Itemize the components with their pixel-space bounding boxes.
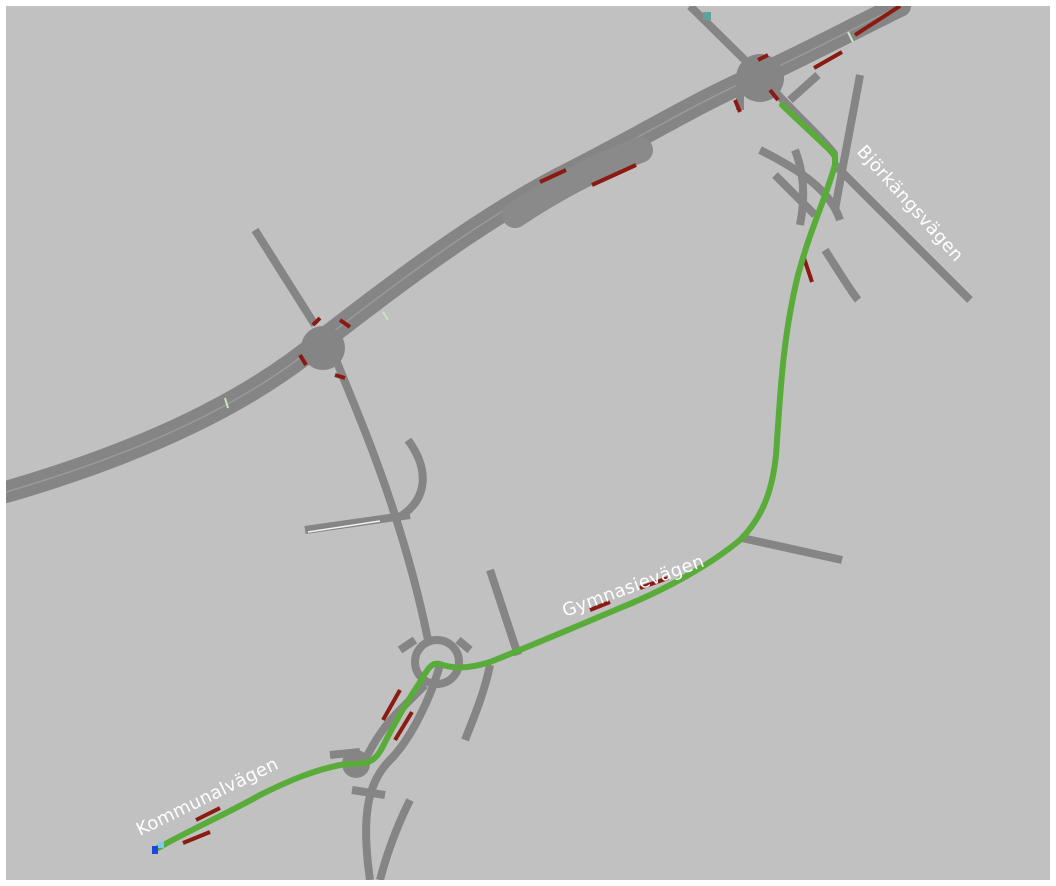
intersections: [301, 54, 784, 778]
lane-marks: [224, 31, 854, 409]
stub-highlight: [307, 520, 381, 533]
signal-marks: [182, 6, 902, 845]
route-start-marker[interactable]: [152, 842, 164, 854]
roundabout: [361, 636, 473, 762]
secondary-roads: [251, 6, 973, 880]
road-network-map[interactable]: Kommunalvägen Gymnasievägen Björkängsväg…: [6, 6, 1050, 880]
map-view[interactable]: Kommunalvägen Gymnasievägen Björkängsväg…: [6, 6, 1050, 880]
end-marker: [703, 12, 711, 20]
highlighted-route[interactable]: [155, 102, 838, 851]
street-label-gymnasievagen: Gymnasievägen: [560, 551, 708, 622]
